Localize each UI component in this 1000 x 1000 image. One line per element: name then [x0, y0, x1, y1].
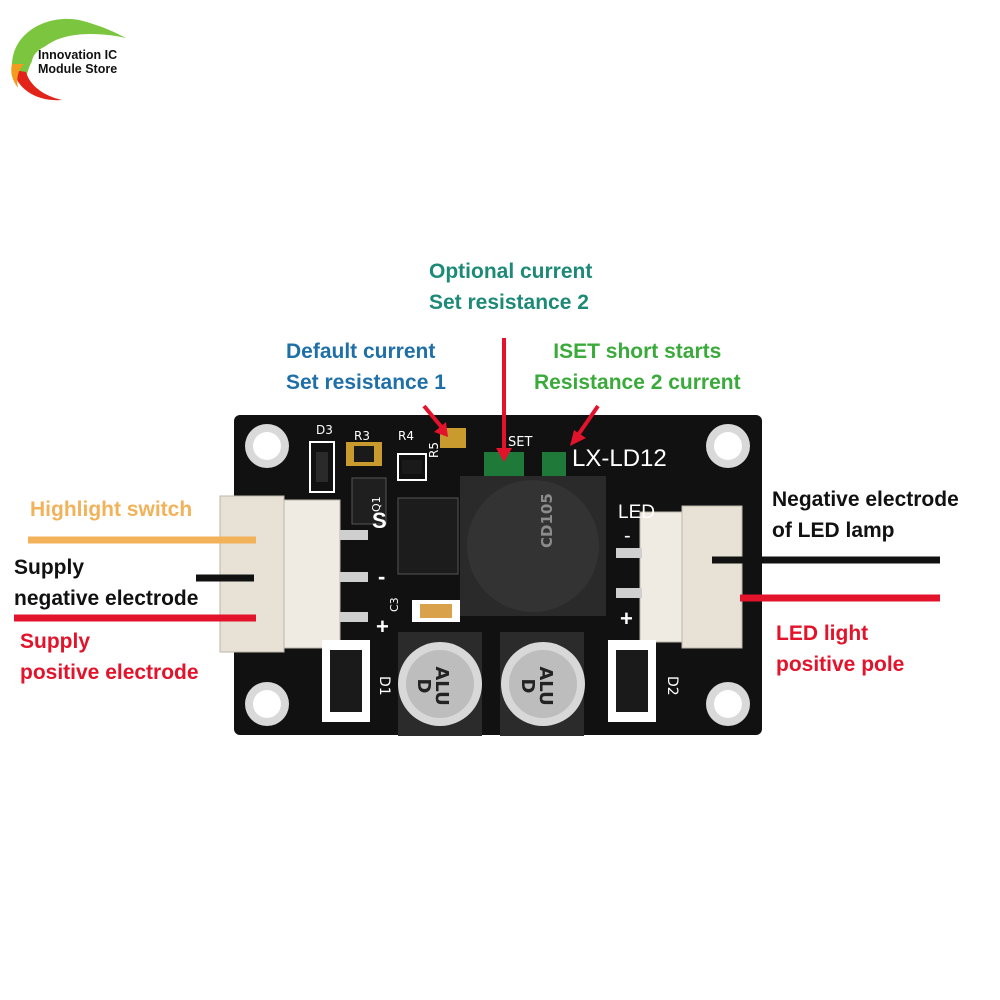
silk-set: SET — [508, 435, 532, 450]
callout-supply-positive-line2: positive electrode — [20, 661, 199, 684]
callout-default-current: Default current Set resistance 1 — [286, 336, 446, 398]
silk-q1: Q1 — [370, 496, 383, 512]
silk-d2: D2 — [664, 676, 680, 696]
callout-led-negative-line2: of LED lamp — [772, 519, 895, 542]
callout-led-negative: Negative electrode of LED lamp — [772, 484, 959, 546]
callout-supply-negative: Supply negative electrode — [14, 552, 198, 614]
callout-optional-current-line1: Optional current — [429, 260, 593, 283]
callout-optional-current-line2: Set resistance 2 — [429, 291, 589, 314]
callout-supply-negative-line1: Supply — [14, 556, 85, 579]
callout-supply-negative-line2: negative electrode — [14, 587, 199, 610]
silk-c3: C3 — [388, 597, 401, 612]
callout-led-negative-line1: Negative electrode — [772, 488, 959, 511]
diode-d2 — [608, 640, 656, 722]
silk-in-minus: - — [378, 564, 385, 589]
logo-line-2: Module Store — [38, 62, 118, 76]
callout-optional-current: Optional current Set resistance 2 — [429, 256, 592, 318]
silk-r5: R5 — [427, 442, 441, 458]
arrow-head-1-icon — [434, 422, 448, 437]
callout-default-current-line1: Default current — [286, 340, 436, 363]
arrow-head-3-icon — [570, 430, 586, 446]
silk-r4: R4 — [398, 429, 414, 443]
silk-in-plus: + — [376, 614, 389, 639]
callout-led-positive-line1: LED light — [776, 622, 869, 645]
capacitor-right — [500, 632, 585, 736]
callout-default-current-line2: Set resistance 1 — [286, 371, 446, 394]
cap-left-line2: D — [413, 679, 434, 694]
silk-d3: D3 — [316, 423, 333, 437]
silk-led: LED — [618, 502, 655, 523]
small-components — [309, 428, 566, 622]
capacitor-left — [398, 632, 482, 736]
silk-r3: R3 — [354, 429, 370, 443]
cap-right-line1: ALU — [535, 666, 556, 705]
silk-led-minus: - — [624, 525, 631, 547]
silk-led-plus: + — [620, 606, 633, 631]
silk-d1: D1 — [376, 676, 392, 696]
store-logo: Innovation IC Module Store — [4, 6, 128, 102]
model-label: LX-LD12 — [572, 445, 667, 472]
led-connector — [616, 505, 743, 649]
callout-supply-positive-line1: Supply — [20, 630, 91, 653]
cap-right-line2: D — [517, 679, 538, 694]
callout-supply-positive: Supply positive electrode — [20, 626, 199, 688]
arrow-head-2-icon — [496, 448, 512, 462]
diode-d1 — [322, 640, 370, 722]
inductor-label: CD105 — [538, 493, 556, 548]
inductor — [460, 476, 606, 616]
callout-iset-short: ISET short starts Resistance 2 current — [534, 336, 741, 398]
silk-s: S — [372, 508, 387, 533]
logo-line-1: Innovation IC — [38, 48, 118, 62]
callout-highlight-switch-line1: Highlight switch — [30, 498, 193, 521]
callout-led-positive-line2: positive pole — [776, 653, 905, 676]
callout-iset-short-line2: Resistance 2 current — [534, 371, 741, 394]
cap-left-line1: ALU — [431, 666, 452, 705]
callout-highlight-switch: Highlight switch — [30, 494, 192, 525]
arrows — [422, 338, 600, 462]
callout-led-positive: LED light positive pole — [776, 618, 904, 680]
callout-iset-short-line1: ISET short starts — [553, 340, 722, 363]
input-connector — [219, 495, 368, 653]
mounting-holes — [245, 424, 750, 726]
logo-text: Innovation IC Module Store — [38, 48, 117, 76]
leaf-logo-icon — [11, 18, 126, 101]
